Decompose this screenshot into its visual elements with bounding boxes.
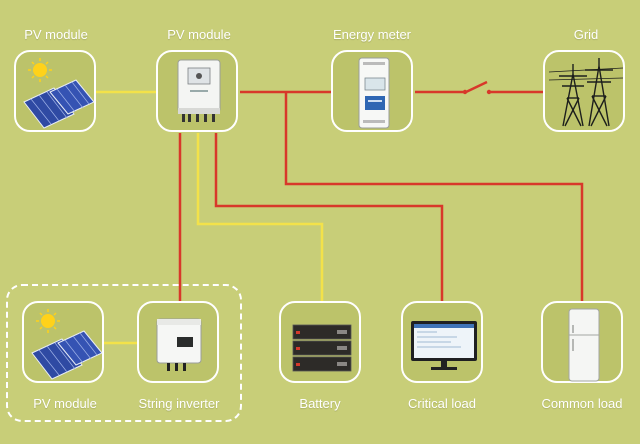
battery-stack-icon [292, 324, 352, 372]
energy-meter-node [331, 50, 413, 132]
pv-module-top-node [14, 50, 96, 132]
grid-switch-contact-left [462, 89, 468, 95]
ac-line-to-critical-load [214, 133, 444, 301]
battery-node [279, 301, 361, 383]
pv-module-bottom-node [22, 301, 104, 383]
energy-meter-icon [358, 57, 390, 129]
grid-switch-contact-right [486, 89, 492, 95]
string-inverter-label: String inverter [138, 396, 220, 411]
common-load-node [541, 301, 623, 383]
pv-module-top-label: PV module [24, 27, 88, 42]
transmission-tower-icon [548, 58, 624, 127]
string-inverter-node [137, 301, 219, 383]
solar-panel-icon [31, 309, 103, 380]
dc-line-inverter-to-battery [196, 133, 324, 301]
ac-line-to-common-load [284, 92, 584, 301]
grid-switch-blade [465, 80, 488, 94]
grid-label: Grid [573, 27, 599, 42]
battery-label: Battery [299, 396, 341, 411]
grid-node [543, 50, 625, 132]
string-inverter-group [6, 284, 242, 422]
solar-panel-icon [23, 58, 95, 129]
hybrid-inverter-label: PV module [167, 27, 231, 42]
pv-module-bottom-label: PV module [33, 396, 97, 411]
monitor-icon [411, 321, 477, 370]
refrigerator-icon [568, 308, 600, 382]
string-inverter-icon [156, 318, 202, 371]
common-load-label: Common load [541, 396, 623, 411]
hybrid-inverter-node [156, 50, 238, 132]
energy-meter-label: Energy meter [332, 27, 412, 42]
critical-load-node [401, 301, 483, 383]
hybrid-inverter-icon [177, 59, 221, 122]
critical-load-label: Critical load [408, 396, 476, 411]
